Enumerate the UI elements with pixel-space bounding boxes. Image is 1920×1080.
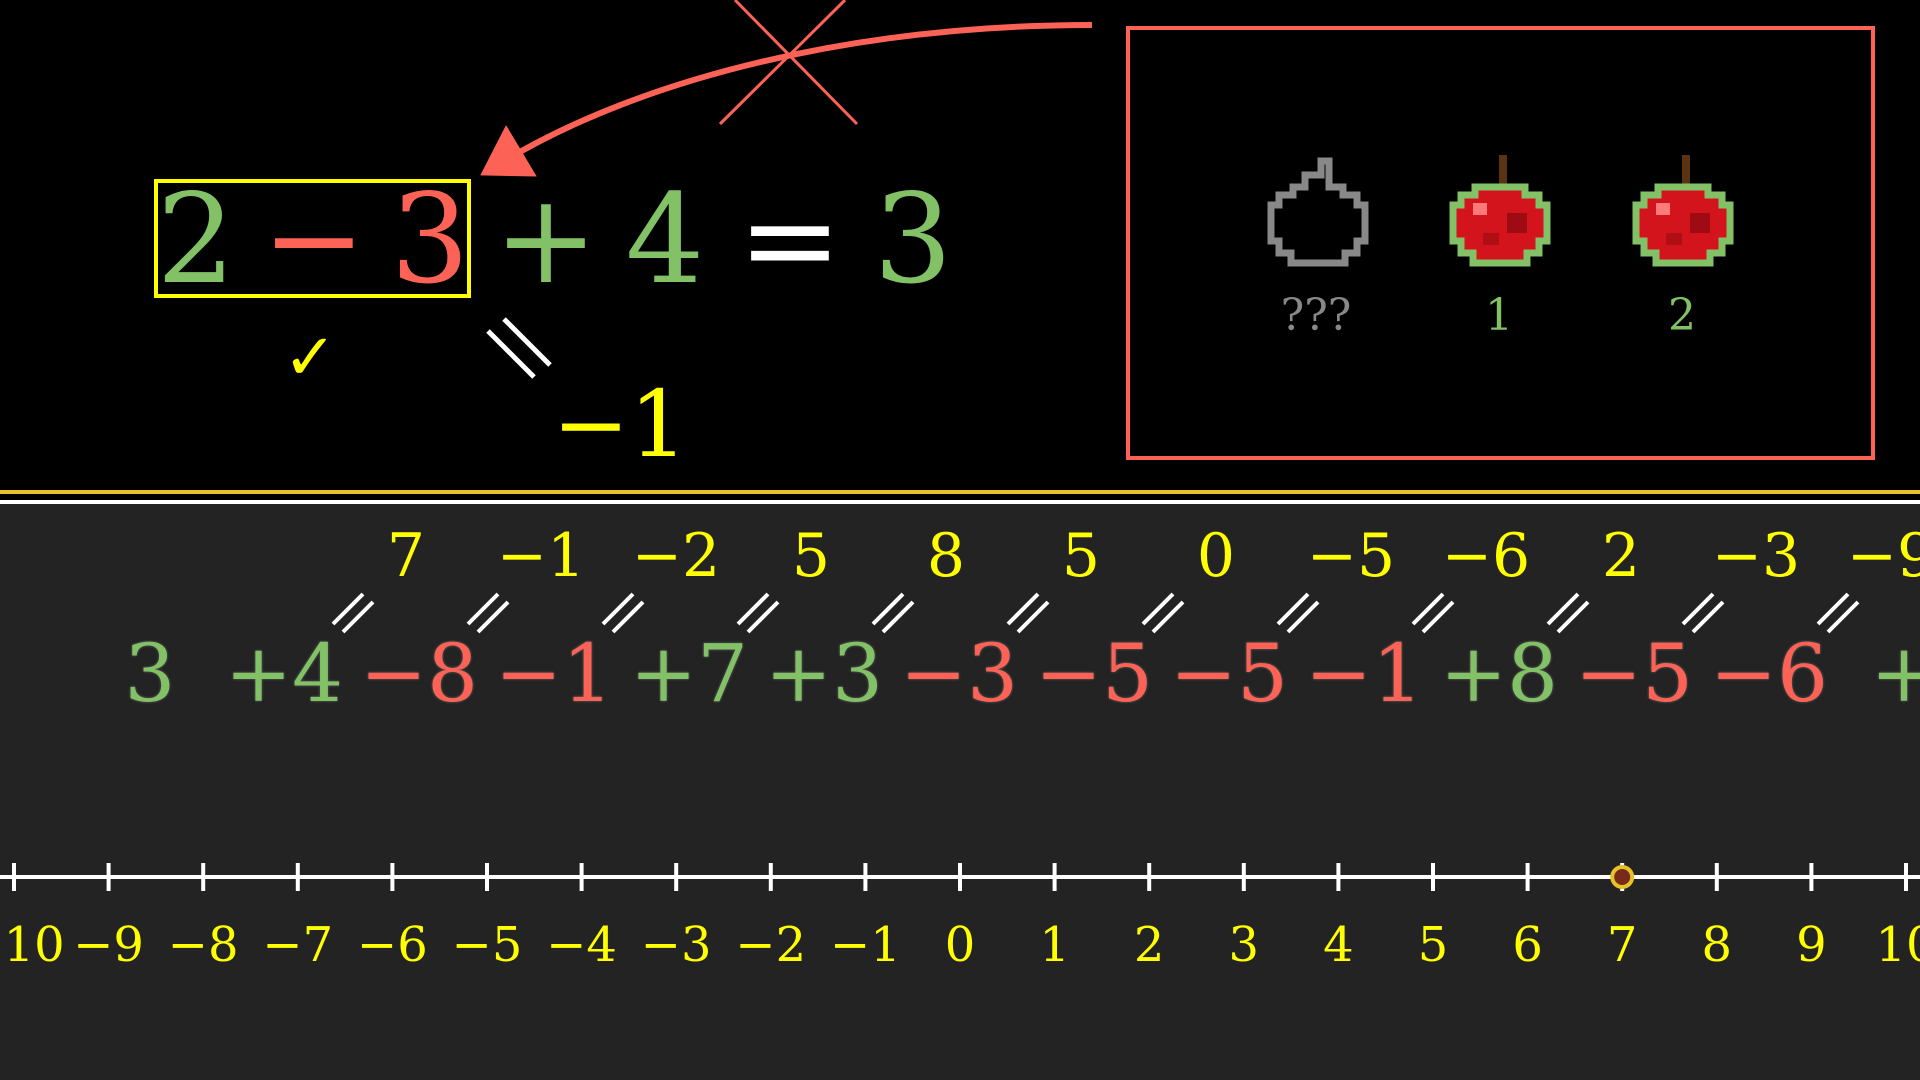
check-mark: ✓ <box>283 321 337 395</box>
tick-label: 1 <box>1039 917 1070 973</box>
term: −8 <box>360 627 478 720</box>
tick-label: −6 <box>357 917 428 973</box>
term: −3 <box>900 627 1018 720</box>
tick-label: 5 <box>1417 917 1449 973</box>
rotated-equals <box>1816 592 1860 634</box>
sub-result: −1 <box>552 371 688 478</box>
tick-label: −10 <box>0 917 65 973</box>
running-total: −3 <box>1711 521 1801 591</box>
tick-label: 10 <box>1875 917 1920 973</box>
rotated-equals <box>1141 592 1185 634</box>
tick-label: −3 <box>640 917 712 973</box>
eq-equals: = <box>738 168 842 312</box>
tick-label: 4 <box>1323 917 1354 973</box>
bottom-panel <box>0 500 1920 1080</box>
running-total: 0 <box>1196 521 1236 591</box>
term: 3 <box>124 627 176 720</box>
running-total: −9 <box>1846 521 1920 591</box>
term: −1 <box>1305 627 1423 720</box>
rotated-equals <box>1276 592 1320 634</box>
term: +3 <box>765 627 883 720</box>
tick-label: −7 <box>262 917 334 973</box>
eq-term-c: 4 <box>625 168 705 312</box>
rotated-equals <box>331 592 375 634</box>
eq-term-b: 3 <box>390 168 470 312</box>
running-total: −6 <box>1441 521 1531 591</box>
tick-label: −8 <box>167 917 239 973</box>
eq-result: 3 <box>873 168 953 312</box>
apple-icon <box>1449 155 1551 267</box>
rotated-equals <box>601 592 645 634</box>
running-total: −2 <box>631 521 721 591</box>
rotated-equals <box>736 592 780 634</box>
highlight-box <box>154 179 471 298</box>
rotated-equals <box>1411 592 1455 634</box>
apple-panel <box>1126 26 1875 460</box>
running-total: 8 <box>926 521 966 591</box>
term: +7 <box>630 627 748 720</box>
running-total: 5 <box>791 521 831 591</box>
term: −5 <box>1170 627 1288 720</box>
running-total: −1 <box>496 521 586 591</box>
tick-label: 9 <box>1796 917 1827 973</box>
rotated-equals <box>466 592 510 634</box>
apple-outline-icon <box>1267 157 1369 267</box>
apple-label-unknown: ??? <box>1280 290 1352 341</box>
term: −1 <box>495 627 613 720</box>
tick-label: 8 <box>1701 917 1733 973</box>
term: +4 <box>225 627 343 720</box>
term: +8 <box>1440 627 1558 720</box>
eq-term-a: 2 <box>156 168 236 312</box>
tick-label: −4 <box>546 917 617 973</box>
apple-icon <box>1632 155 1734 267</box>
tick-label: 3 <box>1228 917 1260 973</box>
term: −6 <box>1710 627 1828 720</box>
term: + <box>1870 627 1920 720</box>
running-total: 7 <box>386 521 426 591</box>
rotated-equals <box>1681 592 1725 634</box>
tick-label: 0 <box>944 917 976 973</box>
rotated-equals <box>871 592 915 634</box>
tick-label: 2 <box>1133 917 1165 973</box>
apple-label-2: 2 <box>1668 290 1696 341</box>
tick-label: 7 <box>1606 917 1638 973</box>
apple-label-1: 1 <box>1485 290 1513 341</box>
eq-minus: − <box>262 168 366 312</box>
rotated-equals <box>1006 592 1050 634</box>
divider-yellow <box>0 490 1920 494</box>
running-total: −5 <box>1306 521 1396 591</box>
tick-label: −9 <box>73 917 144 973</box>
tick-label: −5 <box>451 917 523 973</box>
tick-label: 6 <box>1512 917 1543 973</box>
running-total: 2 <box>1601 521 1641 591</box>
rotated-equals-top <box>486 317 552 379</box>
tick-label: −2 <box>735 917 807 973</box>
running-total: 5 <box>1061 521 1101 591</box>
term: −5 <box>1575 627 1693 720</box>
divider-white <box>0 500 1920 504</box>
eq-plus: + <box>494 168 598 312</box>
tick-label: −1 <box>830 917 901 973</box>
term: −5 <box>1035 627 1153 720</box>
rotated-equals <box>1546 592 1590 634</box>
